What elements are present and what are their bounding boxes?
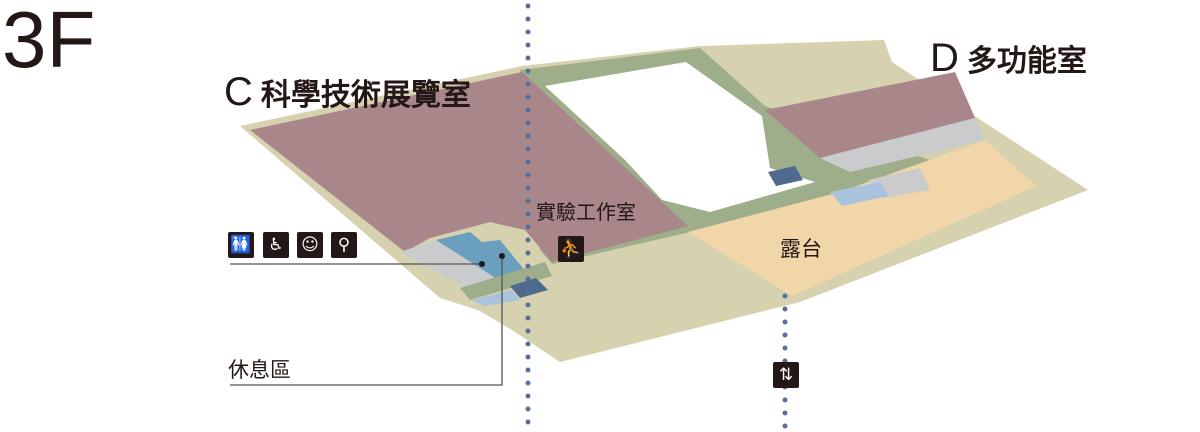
floor-label: 3F bbox=[2, 0, 96, 84]
dark-blue-strip bbox=[510, 278, 548, 298]
restroom-icon: 🚻 bbox=[228, 232, 254, 258]
rest-area bbox=[436, 232, 526, 284]
multipurpose-room-d bbox=[765, 72, 975, 158]
elevator-icon: ⇅ bbox=[773, 362, 799, 388]
light-blue-area bbox=[830, 182, 888, 206]
courtyard bbox=[545, 62, 815, 212]
terrace-label: 露台 bbox=[780, 237, 822, 261]
exhibit-room-c bbox=[250, 72, 688, 262]
leader-dot bbox=[479, 261, 485, 267]
terrace-area bbox=[688, 140, 1036, 296]
dark-blue-area bbox=[768, 166, 803, 186]
lab-label: 實驗工作室 bbox=[536, 200, 636, 224]
elderly-icon: ⚲ bbox=[331, 232, 357, 258]
rest-area-label: 休息區 bbox=[228, 358, 291, 382]
stairs-icon: ⛹ bbox=[558, 236, 584, 262]
leader-line-rest-area bbox=[230, 258, 503, 386]
wheelchair-icon: ♿ bbox=[263, 232, 289, 258]
leader-dot bbox=[499, 253, 505, 259]
service-area bbox=[820, 118, 985, 172]
corridor-strip bbox=[460, 262, 552, 300]
light-blue-strip bbox=[472, 290, 520, 306]
service-area-3 bbox=[400, 240, 500, 290]
baby-care-icon: ☺ bbox=[297, 232, 323, 258]
